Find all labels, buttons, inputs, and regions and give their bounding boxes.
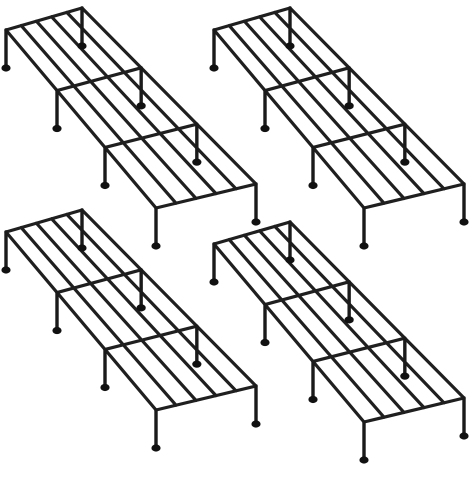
cross-support [263, 280, 351, 307]
slat [34, 221, 198, 402]
foot [151, 444, 161, 452]
back-rail [212, 220, 292, 246]
foot [308, 395, 318, 404]
foot [251, 420, 261, 428]
front-rail [154, 182, 258, 210]
foot [344, 316, 354, 324]
foot [459, 432, 469, 440]
slat [4, 28, 158, 210]
cross-support [263, 66, 351, 93]
foot [359, 456, 369, 464]
slat [34, 19, 198, 200]
slat [257, 229, 426, 410]
slat [80, 208, 258, 388]
rack-bottom-right [209, 220, 469, 464]
foot [100, 383, 110, 392]
foot [285, 256, 295, 264]
foot [251, 218, 261, 226]
rack-bottom-left [1, 208, 261, 452]
foot [52, 326, 62, 335]
foot [260, 124, 270, 133]
foot [359, 242, 369, 250]
slat [227, 24, 386, 205]
front-rail [154, 384, 258, 412]
slat [227, 238, 386, 419]
foot [209, 64, 219, 72]
cross-support [55, 66, 143, 93]
foot [77, 42, 87, 50]
cross-support [311, 122, 407, 150]
foot [260, 338, 270, 347]
foot [52, 124, 62, 133]
back-rail [4, 6, 84, 32]
front-rail [362, 396, 466, 424]
foot [209, 278, 219, 286]
slat [273, 10, 446, 191]
slat [65, 10, 238, 191]
rack-group [1, 6, 469, 464]
back-rail [212, 6, 292, 32]
slat [212, 242, 366, 424]
rack-top-right [209, 6, 469, 250]
foot [192, 158, 202, 166]
slat [49, 217, 218, 398]
slat [288, 220, 466, 400]
front-rail [362, 182, 466, 210]
foot [308, 181, 318, 190]
cross-support [103, 122, 199, 150]
slat [242, 233, 406, 414]
foot [192, 360, 202, 368]
slat [4, 230, 158, 412]
rack-top-left [1, 6, 261, 250]
slat [212, 28, 366, 210]
foot [400, 372, 410, 380]
foot [400, 158, 410, 166]
foot [459, 218, 469, 226]
foot [100, 181, 110, 190]
foot [151, 242, 161, 250]
slat [273, 224, 446, 405]
foot [1, 64, 11, 72]
back-rail [4, 208, 84, 234]
foot [285, 42, 295, 50]
slat [80, 6, 258, 186]
foot [344, 102, 354, 110]
cross-support [55, 268, 143, 295]
slat [242, 19, 406, 200]
slat [49, 15, 218, 196]
slat [288, 6, 466, 186]
slat [19, 226, 178, 407]
slat [65, 212, 238, 393]
foot [77, 244, 87, 252]
cross-support [103, 324, 199, 352]
cross-support [311, 336, 407, 364]
slat [257, 15, 426, 196]
slat [19, 24, 178, 205]
foot [1, 266, 11, 274]
foot [136, 102, 146, 110]
foot [136, 304, 146, 312]
